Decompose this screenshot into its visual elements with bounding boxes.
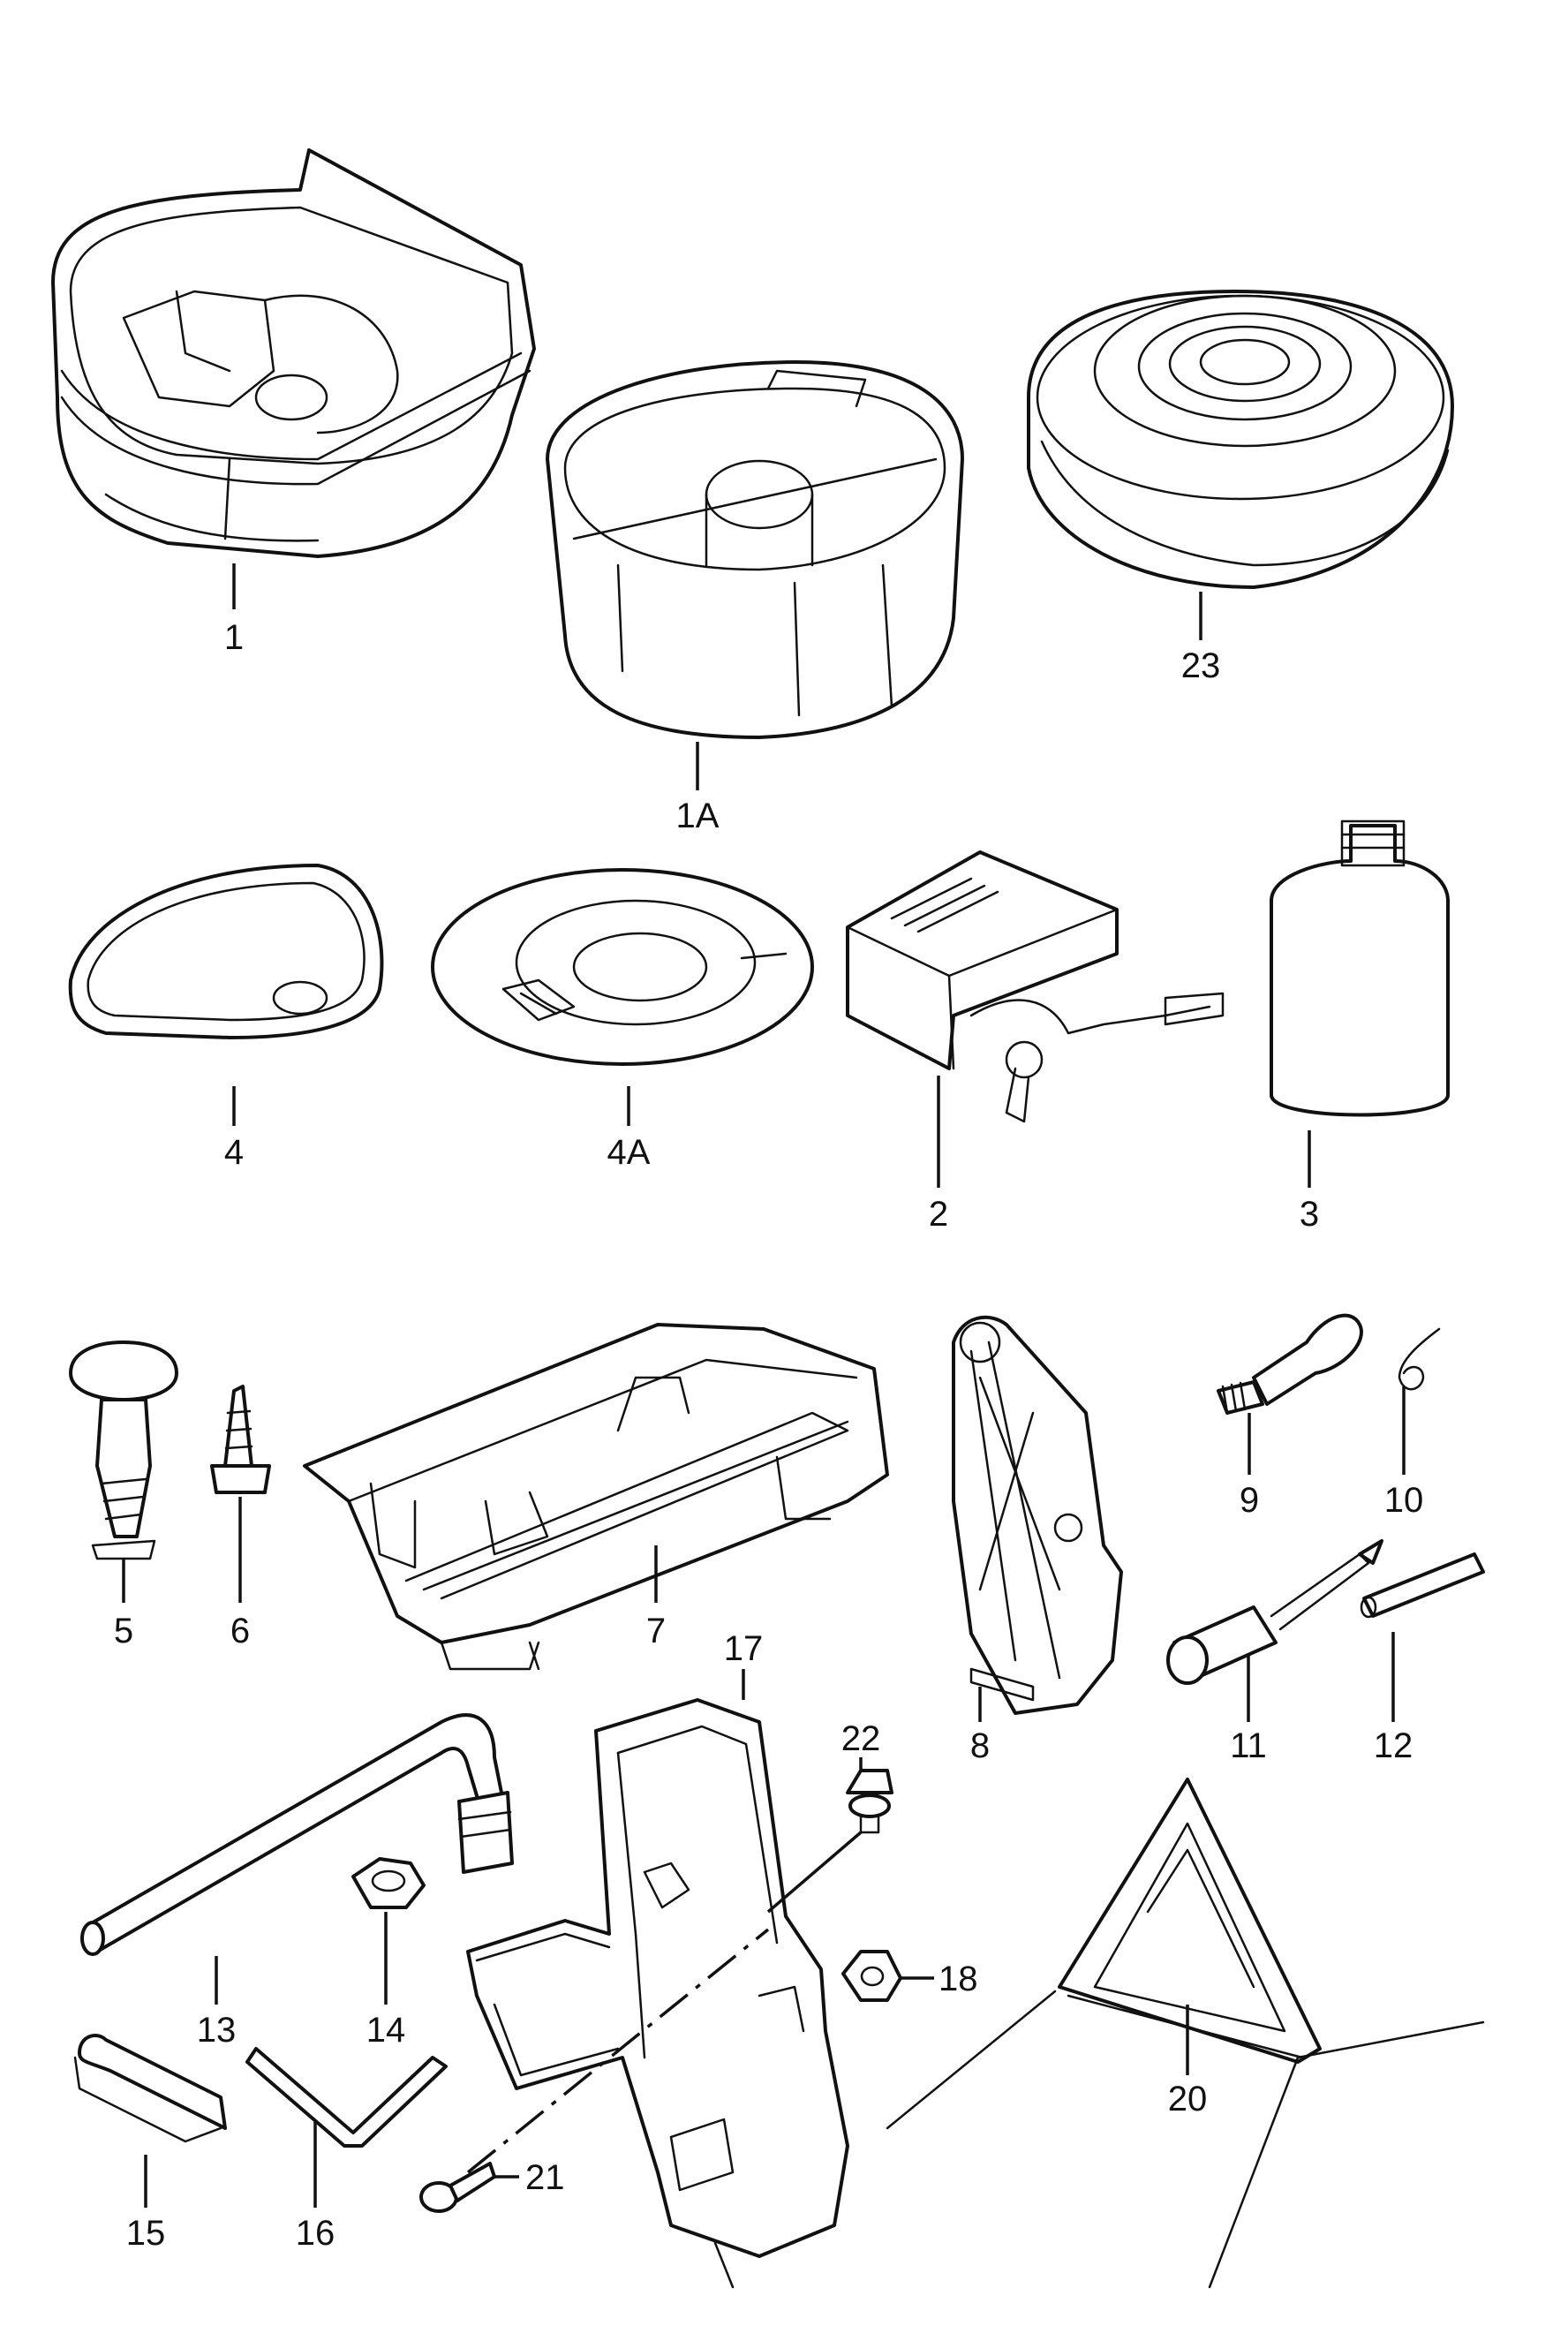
label-part-21: 21 bbox=[525, 2158, 565, 2197]
label-part-13: 13 bbox=[197, 2011, 237, 2050]
label-part-17: 17 bbox=[724, 1629, 764, 1668]
label-part-15: 15 bbox=[126, 2214, 166, 2253]
part-9-towing-eye bbox=[1217, 1313, 1363, 1415]
part-15-strap bbox=[73, 2034, 227, 2143]
part-17-foam-housing bbox=[466, 1698, 849, 2289]
label-part-2: 2 bbox=[929, 1195, 948, 1234]
label-part-11: 11 bbox=[1230, 1726, 1267, 1765]
part-14-nut bbox=[351, 1857, 426, 1909]
label-part-6: 6 bbox=[230, 1612, 250, 1650]
label-part-22: 22 bbox=[841, 1719, 881, 1758]
label-part-7: 7 bbox=[646, 1612, 666, 1650]
part-6-clip bbox=[210, 1385, 271, 1494]
label-part-18: 18 bbox=[939, 1960, 978, 1998]
label-part-8: 8 bbox=[970, 1726, 990, 1765]
part-4-tray bbox=[68, 864, 384, 1039]
label-part-1a: 1A bbox=[676, 797, 720, 835]
label-part-14: 14 bbox=[366, 2011, 406, 2050]
label-part-20: 20 bbox=[1168, 2080, 1208, 2118]
part-20-warning-triangle bbox=[886, 1778, 1485, 2289]
part-18-flange-nut bbox=[841, 1950, 902, 2002]
part-13-wheel-brace bbox=[80, 1713, 514, 1956]
label-part-16: 16 bbox=[296, 2214, 335, 2253]
label-part-4a: 4A bbox=[607, 1133, 651, 1172]
part-7-tool-tray bbox=[303, 1323, 889, 1671]
part-12-pin bbox=[1360, 1552, 1485, 1619]
part-23-wheel-cover bbox=[1027, 290, 1454, 589]
part-5-knob-screw bbox=[69, 1340, 178, 1560]
part-3-sealant-bottle bbox=[1270, 819, 1450, 1117]
leader-21-assembly bbox=[466, 1928, 770, 2174]
part-16-hex-key bbox=[245, 2047, 448, 2148]
part-4a-disc bbox=[431, 868, 814, 1066]
part-10-spring-clip bbox=[1398, 1327, 1441, 1391]
part-1-wheel-well-insert bbox=[51, 148, 536, 558]
leader-22-to-housing bbox=[766, 1831, 863, 1914]
part-1a-foam-holder bbox=[546, 360, 964, 739]
label-part-9: 9 bbox=[1240, 1481, 1259, 1520]
label-part-3: 3 bbox=[1300, 1195, 1319, 1234]
part-8-jack bbox=[952, 1315, 1123, 1715]
label-part-1: 1 bbox=[224, 618, 244, 657]
label-part-23: 23 bbox=[1181, 646, 1221, 685]
part-22-plastic-rivet bbox=[846, 1769, 893, 1834]
part-2-compressor bbox=[846, 850, 1225, 1123]
label-part-5: 5 bbox=[114, 1612, 133, 1650]
part-11-screwdriver bbox=[1166, 1539, 1383, 1685]
label-part-10: 10 bbox=[1384, 1481, 1424, 1520]
part-21-screw bbox=[419, 2162, 496, 2213]
label-part-12: 12 bbox=[1374, 1726, 1413, 1765]
label-part-4: 4 bbox=[224, 1133, 244, 1172]
